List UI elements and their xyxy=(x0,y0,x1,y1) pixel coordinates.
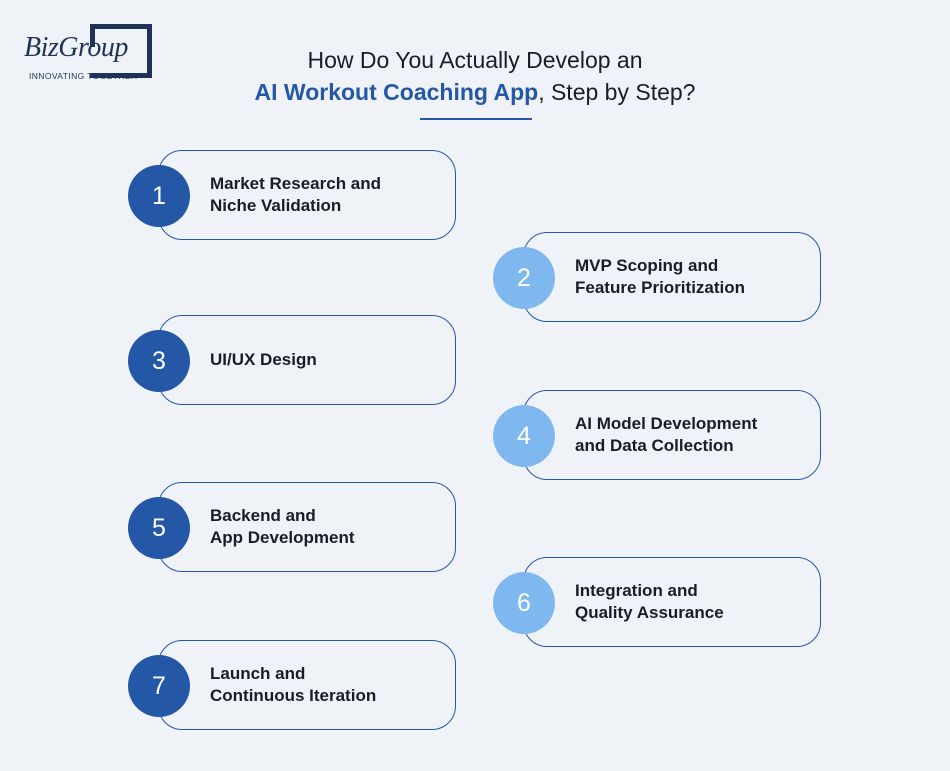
step-label-line-1: AI Model Development xyxy=(575,414,758,433)
bizgroup-logo: BizGroup INNOVATING TOGETHER xyxy=(20,24,160,84)
logo-tagline: INNOVATING TOGETHER xyxy=(29,71,138,81)
step-number-badge: 1 xyxy=(128,165,190,227)
step-label-line-2: Continuous Iteration xyxy=(210,686,377,705)
step-label-line-1: MVP Scoping and xyxy=(575,256,719,275)
title-highlight: AI Workout Coaching App xyxy=(254,79,539,105)
step-label-line-1: Launch and xyxy=(210,664,306,683)
title-underline xyxy=(420,118,532,120)
step-3: 3 UI/UX Design xyxy=(128,315,458,407)
step-label-line-2: and Data Collection xyxy=(575,436,734,455)
step-number-badge: 4 xyxy=(493,405,555,467)
step-label-line-2: App Development xyxy=(210,528,355,547)
step-number-badge: 5 xyxy=(128,497,190,559)
step-label-line-2: Quality Assurance xyxy=(575,603,724,622)
logo-frame xyxy=(90,24,152,78)
page-title: How Do You Actually Develop an AI Workou… xyxy=(0,44,950,108)
step-4: 4 AI Model Development and Data Collectio… xyxy=(493,390,823,482)
step-label-line-1: Market Research and xyxy=(210,174,382,193)
step-label-line-1: UI/UX Design xyxy=(210,350,317,369)
title-line-2: AI Workout Coaching App, Step by Step? xyxy=(0,76,950,108)
title-line-1: How Do You Actually Develop an xyxy=(307,47,643,73)
step-label-line-1: Integration and xyxy=(575,581,698,600)
logo-wordmark: BizGroup xyxy=(24,32,128,63)
step-label-line-2: Feature Prioritization xyxy=(575,278,746,297)
step-number-badge: 6 xyxy=(493,572,555,634)
step-label-line-2: Niche Validation xyxy=(210,196,342,215)
step-label: UI/UX Design xyxy=(210,315,445,405)
step-label-line-1: Backend and xyxy=(210,506,316,525)
step-number-badge: 2 xyxy=(493,247,555,309)
step-label: AI Model Development and Data Collection xyxy=(575,390,810,480)
title-suffix: , Step by Step? xyxy=(538,79,696,105)
step-number-badge: 7 xyxy=(128,655,190,717)
step-number-badge: 3 xyxy=(128,330,190,392)
